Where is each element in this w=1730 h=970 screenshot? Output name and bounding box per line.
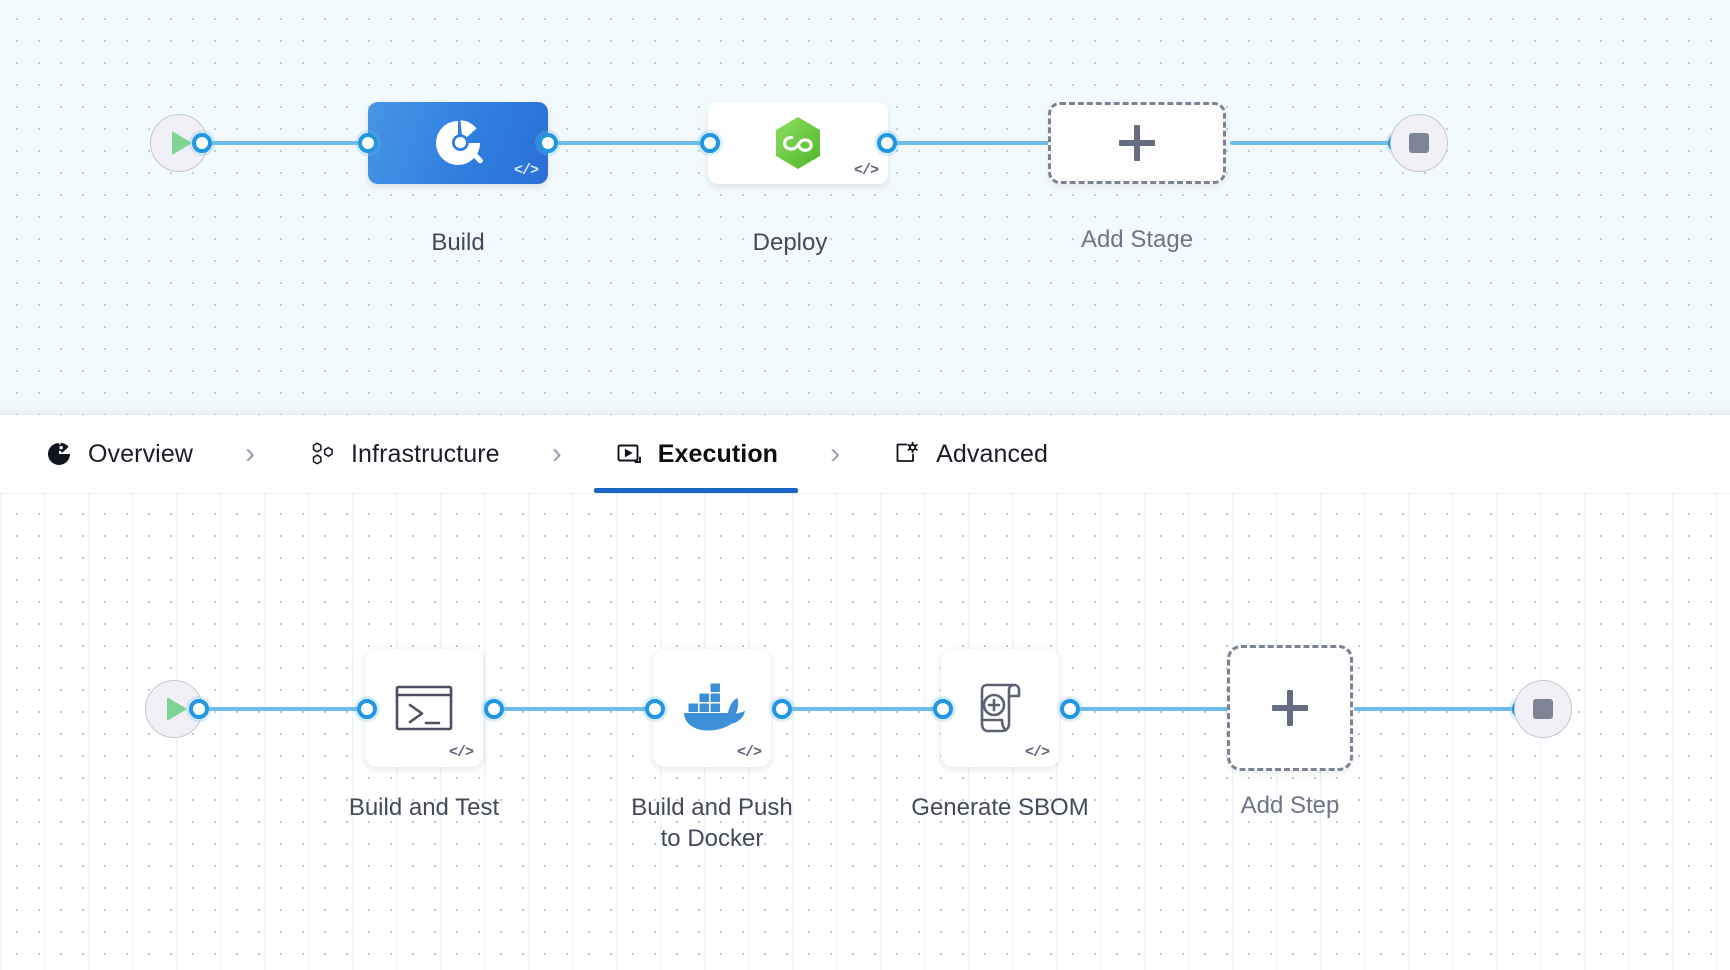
step-start-port[interactable] <box>189 699 209 719</box>
edge-step3-to-addstep <box>1064 707 1234 711</box>
stage-deploy-port-out[interactable] <box>877 133 897 153</box>
step-node-build-and-test[interactable]: </> <box>365 649 483 767</box>
tab-execution-label: Execution <box>657 439 779 468</box>
step2-port-out[interactable] <box>772 699 792 719</box>
edge-addstep-to-end <box>1354 707 1524 711</box>
harness-ci-pie-icon <box>436 120 483 165</box>
step-graph-canvas[interactable]: </> Build and Test </> Build and Pus <box>0 493 1730 970</box>
stage-start-port[interactable] <box>192 133 212 153</box>
step-code-badge: </> <box>736 744 762 761</box>
stage-node-deploy[interactable]: </> <box>708 102 888 184</box>
harness-cd-infinity-icon <box>776 117 820 169</box>
stage-config-tabs: Overview › Infrastructure › <box>0 415 1730 493</box>
tab-infrastructure[interactable]: Infrastructure <box>303 415 504 493</box>
edge-start-to-step1 <box>200 707 370 711</box>
stage-build-port-in[interactable] <box>358 133 378 153</box>
stop-end-icon <box>1409 133 1429 153</box>
step-label-build-and-test: Build and Test <box>348 794 500 821</box>
advanced-gear-box-icon <box>892 439 922 469</box>
overview-pie-icon <box>44 439 74 469</box>
tab-advanced-label: Advanced <box>936 439 1049 468</box>
edge-build-to-deploy <box>542 141 712 145</box>
play-start-icon <box>166 697 187 721</box>
step3-port-in[interactable] <box>933 699 953 719</box>
step-label-generate-sbom: Generate SBOM <box>911 794 1089 821</box>
edge-deploy-to-addstage <box>877 141 1052 145</box>
step1-port-in[interactable] <box>357 699 377 719</box>
docker-whale-icon <box>684 683 745 731</box>
execution-play-icon <box>614 439 644 469</box>
step-node-build-and-push-to-docker[interactable]: </> <box>653 649 771 767</box>
step-code-badge: </> <box>1024 744 1050 761</box>
stage-deploy-port-in[interactable] <box>700 133 720 153</box>
plus-icon <box>1119 125 1155 161</box>
hexagons-icon <box>307 439 337 469</box>
edge-addstage-to-end <box>1230 141 1400 145</box>
stage-build-port-out[interactable] <box>538 133 558 153</box>
tab-separator-1: › <box>245 437 255 470</box>
tab-separator-3: › <box>830 437 841 470</box>
tab-separator-2: › <box>551 437 562 470</box>
stage-code-badge: </> <box>853 162 879 179</box>
edge-step1-to-step2 <box>488 707 658 711</box>
step-code-badge: </> <box>448 744 474 761</box>
add-stage-label: Add Stage <box>1080 226 1194 253</box>
terminal-icon <box>395 685 453 731</box>
tab-overview[interactable]: Overview <box>40 415 197 493</box>
plus-icon <box>1272 690 1308 726</box>
step-label-build-and-push-to-docker: Build and Push to Docker <box>631 794 793 852</box>
step1-port-out[interactable] <box>484 699 504 719</box>
step3-port-out[interactable] <box>1060 699 1080 719</box>
tab-infrastructure-label: Infrastructure <box>351 439 500 468</box>
stage-label-build: Build <box>431 229 485 256</box>
tab-execution[interactable]: Execution <box>593 415 799 493</box>
stop-end-icon <box>1533 699 1553 719</box>
sbom-scroll-icon <box>980 683 1021 733</box>
stage-code-badge: </> <box>513 162 539 179</box>
edge-step2-to-step3 <box>776 707 946 711</box>
tab-overview-label: Overview <box>88 439 193 468</box>
stage-node-build[interactable]: </> <box>368 102 548 184</box>
add-step-label: Add Step <box>1240 792 1340 819</box>
stage-label-deploy: Deploy <box>752 229 828 256</box>
step2-port-in[interactable] <box>645 699 665 719</box>
step-node-generate-sbom[interactable]: </> <box>941 649 1059 767</box>
step-end-node[interactable] <box>1514 680 1572 738</box>
play-start-icon <box>171 131 192 155</box>
edge-start-to-build <box>200 141 365 145</box>
add-step-button[interactable] <box>1227 645 1353 771</box>
stage-graph-canvas[interactable]: </> Build </> Deploy Add Stage <box>0 0 1730 415</box>
stage-end-node[interactable] <box>1390 114 1448 172</box>
add-stage-button[interactable] <box>1048 102 1226 184</box>
tab-advanced[interactable]: Advanced <box>888 415 1052 493</box>
